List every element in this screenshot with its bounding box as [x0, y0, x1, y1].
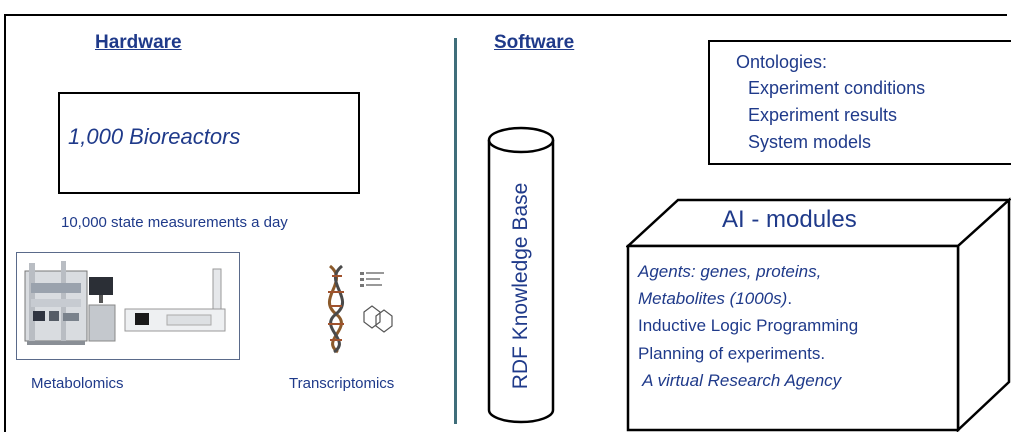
software-heading: Software	[494, 32, 575, 53]
ai-line-metabolites-period: .	[787, 289, 793, 308]
ontology-item: System models	[748, 132, 872, 152]
hardware-heading: Hardware	[95, 32, 182, 53]
outer-frame	[4, 14, 1007, 432]
transcriptomics-caption: Transcriptomics	[289, 375, 395, 392]
column-divider	[454, 38, 457, 424]
ai-line-agents: Agents: genes, proteins,	[638, 262, 822, 281]
ontologies-title: Ontologies:	[736, 52, 828, 72]
ai-line-metabolites-text: Metabolites (1000s)	[638, 289, 788, 308]
metabolomics-caption: Metabolomics	[31, 375, 124, 392]
dna-helix-image	[316, 262, 398, 354]
measurements-text: 10,000 state measurements a day	[61, 214, 288, 231]
ai-modules-box	[624, 196, 1011, 433]
metabolomics-equipment-image	[16, 252, 240, 360]
knowledge-base-cylinder	[487, 124, 555, 424]
ontologies-box: Ontologies: Experiment conditions Experi…	[708, 40, 1011, 165]
ai-line-ilp: Inductive Logic Programming	[638, 316, 859, 335]
ontology-item: Experiment conditions	[748, 78, 926, 98]
ai-line-metabolites: Metabolites (1000s).	[638, 289, 792, 309]
ai-line-virtual-agency: A virtual Research Agency	[638, 371, 842, 390]
bioreactors-box	[58, 92, 360, 194]
knowledge-base-label: RDF Knowledge Base	[509, 182, 532, 390]
ai-modules-title: AI - modules	[722, 206, 857, 233]
ai-line-planning: Planning of experiments.	[638, 344, 826, 363]
ontology-item: Experiment results	[748, 105, 898, 125]
bioreactors-label: 1,000 Bioreactors	[68, 124, 241, 149]
